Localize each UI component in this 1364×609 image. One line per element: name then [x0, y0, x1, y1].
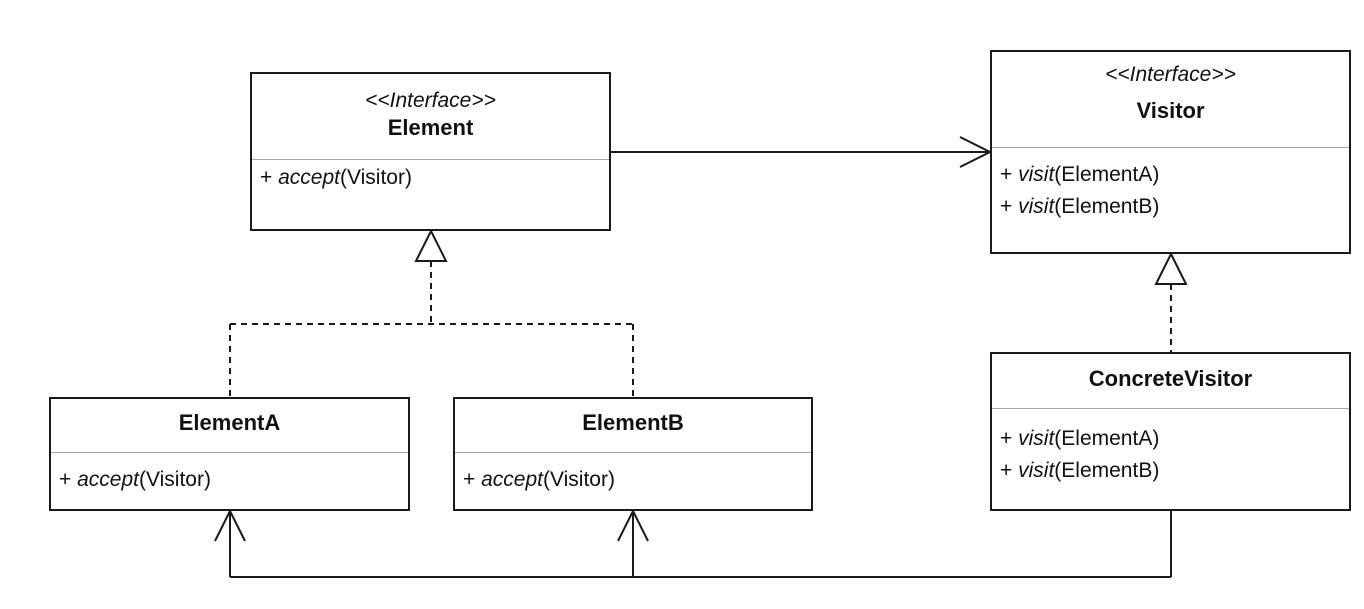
class-element-b: ElementB + accept(Visitor): [453, 397, 813, 511]
class-name: ConcreteVisitor: [1088, 366, 1253, 391]
operation: + visit(ElementA): [1000, 163, 1160, 186]
operations-compartment: + accept(Visitor): [51, 453, 408, 509]
operations-compartment: + accept(Visitor): [252, 160, 609, 229]
class-name: Element: [387, 115, 474, 140]
stereotype-label: <<Interface>>: [365, 89, 496, 112]
operations-compartment: + visit(ElementA) + visit(ElementB): [992, 409, 1349, 509]
operation-name: accept: [481, 468, 543, 491]
class-header: ConcreteVisitor: [992, 354, 1349, 409]
realization-elements-to-element: [229, 228, 634, 398]
hollow-triangle-arrowhead: [414, 228, 448, 262]
operation: + accept(Visitor): [260, 166, 412, 189]
operation-args: ElementB: [1061, 459, 1153, 482]
class-name: Visitor: [1136, 98, 1205, 123]
operation-name: visit: [1018, 163, 1055, 186]
association-element-to-visitor: [610, 136, 993, 168]
operation: + accept(Visitor): [463, 468, 615, 491]
class-concrete-visitor: ConcreteVisitor + visit(ElementA) + visi…: [990, 352, 1351, 511]
operation: + visit(ElementB): [1000, 195, 1160, 218]
operation-name: visit: [1018, 427, 1055, 450]
operation-args: ElementB: [1061, 195, 1153, 218]
class-header: ElementA: [51, 399, 408, 453]
operation-args: Visitor: [346, 166, 405, 189]
class-header: <<Interface>> Visitor: [992, 52, 1349, 148]
open-arrowhead: [214, 508, 246, 542]
class-header: <<Interface>> Element: [252, 74, 609, 160]
operation: + visit(ElementA): [1000, 427, 1160, 450]
class-name: ElementB: [582, 410, 684, 435]
operation-name: accept: [77, 468, 139, 491]
operation-name: visit: [1018, 459, 1055, 482]
operation: + accept(Visitor): [59, 468, 211, 491]
realization-concretevisitor-to-visitor: [1154, 251, 1188, 352]
class-visitor: <<Interface>> Visitor + visit(ElementA) …: [990, 50, 1351, 254]
association-concretevisitor-to-elements: [214, 508, 1172, 578]
hollow-triangle-arrowhead: [1154, 251, 1188, 285]
class-element: <<Interface>> Element + accept(Visitor): [250, 72, 611, 231]
operation-name: visit: [1018, 195, 1055, 218]
class-name: ElementA: [178, 410, 281, 435]
operations-compartment: + accept(Visitor): [455, 453, 811, 509]
class-header: ElementB: [455, 399, 811, 453]
operation-args: ElementA: [1061, 163, 1153, 186]
operation: + visit(ElementB): [1000, 459, 1160, 482]
open-arrowhead: [617, 508, 649, 542]
operation-args: Visitor: [549, 468, 608, 491]
stereotype-label: <<Interface>>: [1105, 63, 1236, 86]
operation-args: Visitor: [145, 468, 204, 491]
operation-name: accept: [278, 166, 340, 189]
operation-args: ElementA: [1061, 427, 1153, 450]
class-element-a: ElementA + accept(Visitor): [49, 397, 410, 511]
operations-compartment: + visit(ElementA) + visit(ElementB): [992, 148, 1349, 252]
